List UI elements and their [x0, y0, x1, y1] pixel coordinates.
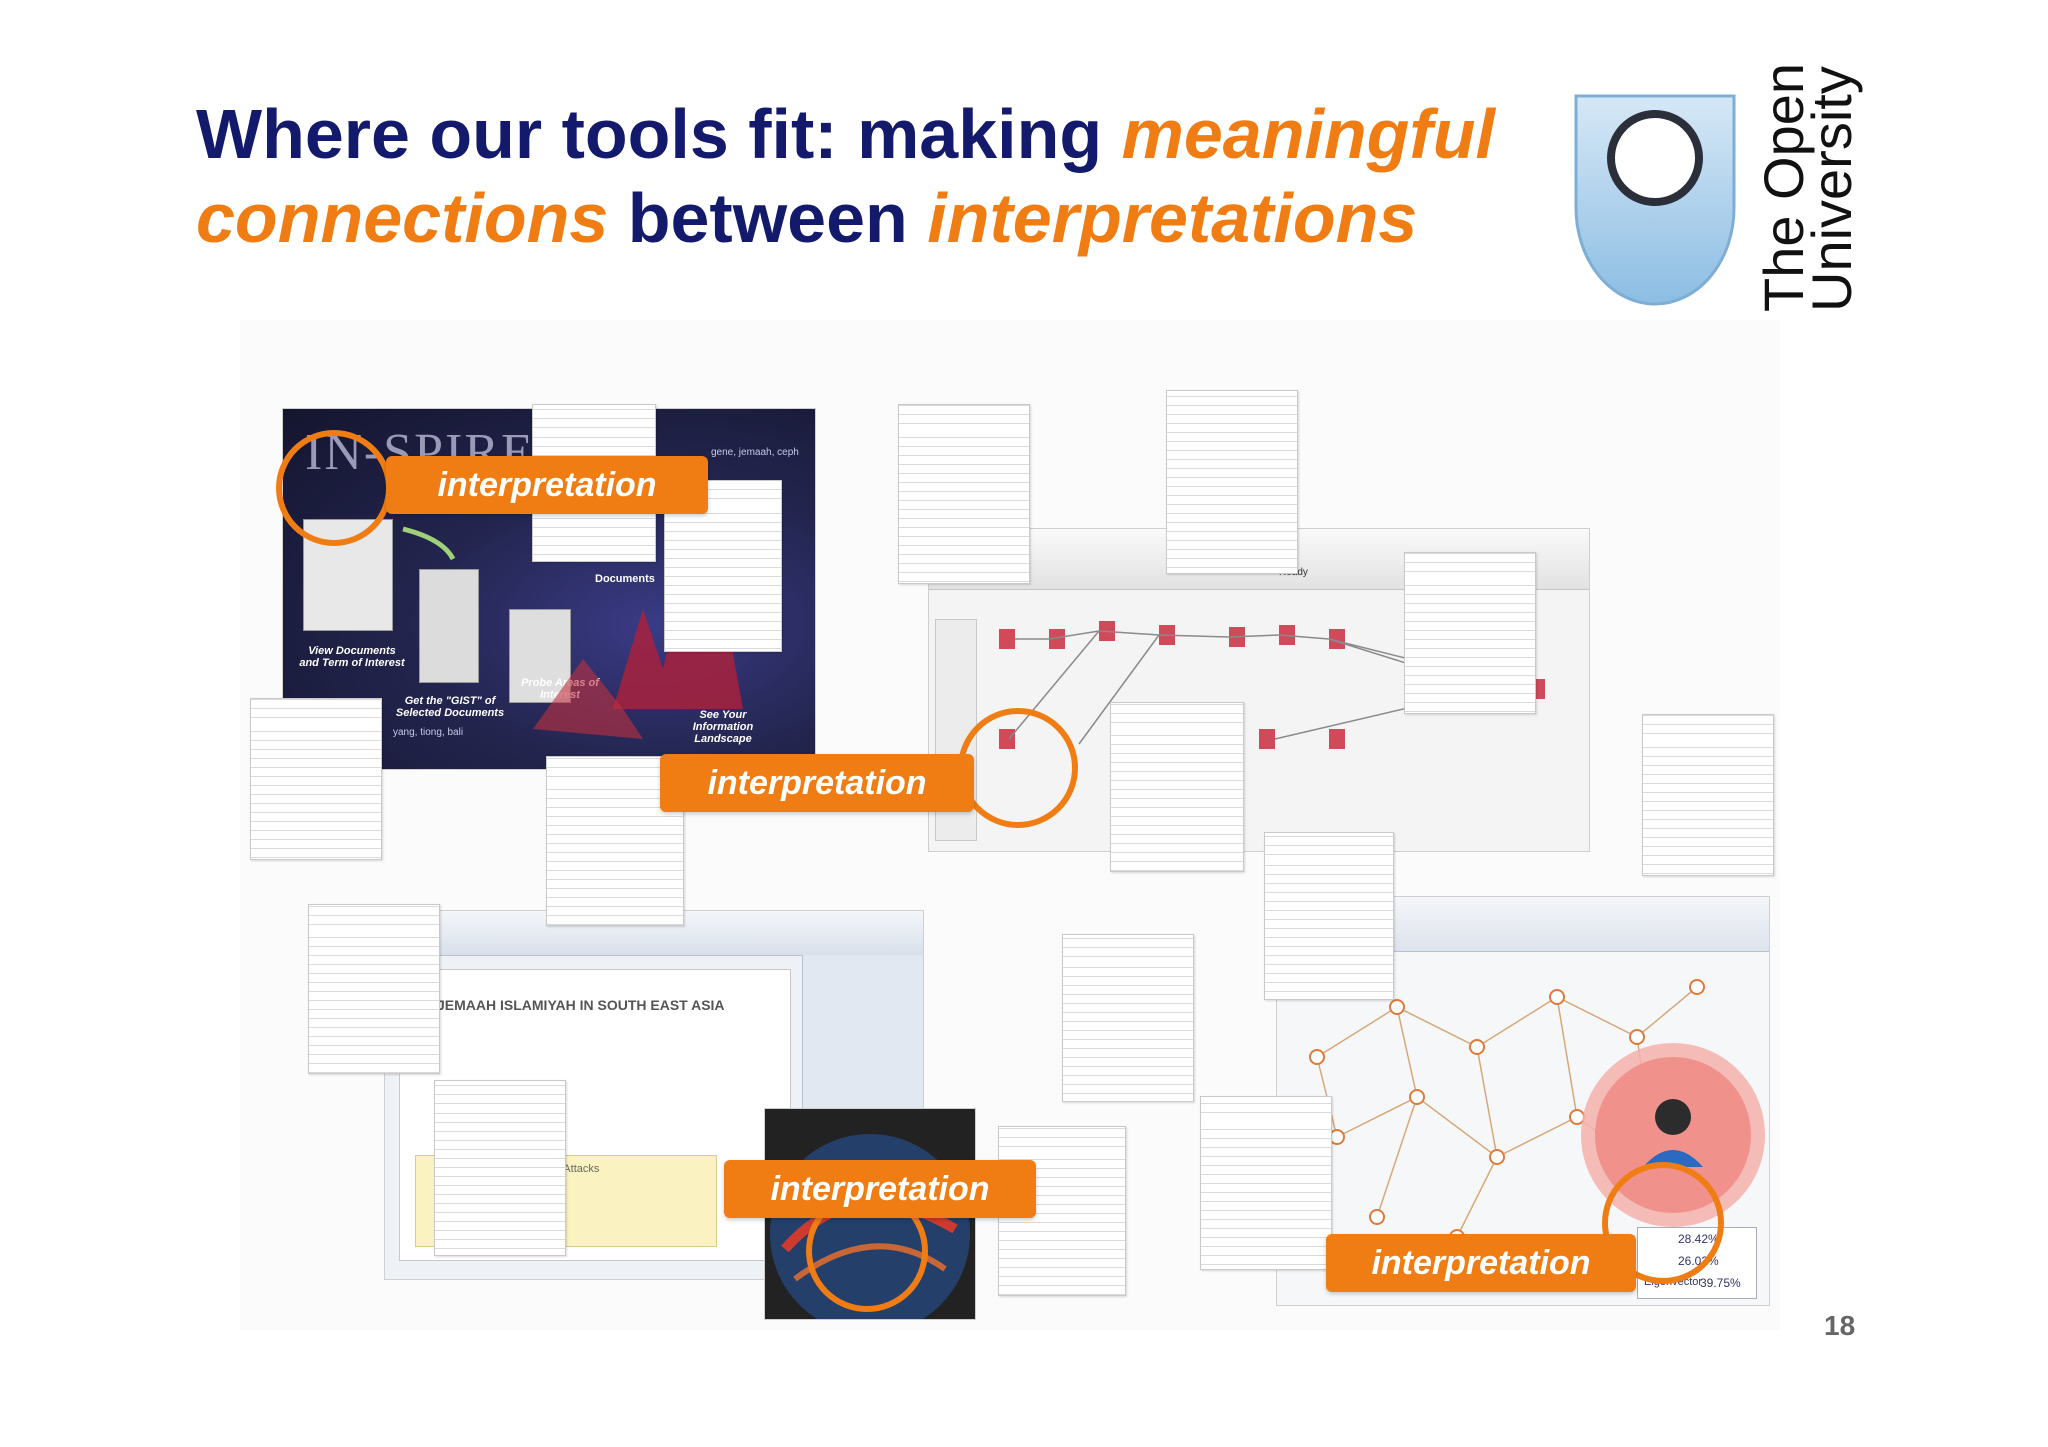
highlight-ring	[958, 708, 1078, 828]
document-card	[434, 1080, 566, 1256]
slide-title: Where our tools fit: making meaningful c…	[196, 92, 1526, 260]
inspire-caption-documents: Documents	[595, 573, 655, 585]
document-card	[308, 904, 440, 1074]
interpretation-label-center: interpretation	[660, 754, 974, 812]
analyst-heading: JEMAAH ISLAMIYAH IN SOUTH EAST ASIA	[437, 997, 725, 1013]
interpretation-label-bottom-center: interpretation	[724, 1160, 1036, 1218]
open-university-logo	[1570, 90, 1900, 320]
ou-shield-icon	[1574, 94, 1736, 306]
title-part-5: interpretations	[927, 179, 1418, 257]
ou-wordmark: The Open University	[1752, 63, 1863, 312]
interpretation-label-top-left: interpretation	[386, 456, 708, 514]
inspire-caption-gist: Get the "GIST" of Selected Documents	[395, 695, 505, 719]
network-stat-3: 39.75%	[1700, 1276, 1741, 1290]
inspire-caption-view: View Documents and Term of Interest	[299, 645, 405, 669]
title-part-4: between	[608, 179, 928, 257]
highlight-ring	[276, 430, 392, 546]
document-card	[1110, 702, 1244, 872]
tools-collage: IN-SPIRE View Documents and Term of Inte…	[240, 320, 1780, 1330]
inspire-terms-2: yang, tiong, bali	[393, 727, 464, 738]
inspire-panel-2	[419, 569, 479, 683]
title-part-3: connections	[196, 179, 609, 257]
inspire-terms: gene, jemaah, ceph	[711, 447, 799, 458]
document-card	[1642, 714, 1774, 876]
ou-wordmark-line2: University	[1800, 66, 1863, 312]
document-card	[1404, 552, 1536, 714]
document-card	[1200, 1096, 1332, 1270]
title-part-2: meaningful	[1121, 95, 1495, 173]
page-number: 18	[1824, 1310, 1856, 1341]
document-card	[1166, 390, 1298, 574]
document-card	[1062, 934, 1194, 1102]
document-card	[898, 404, 1030, 584]
title-part-1: Where our tools fit: making	[196, 95, 1122, 173]
highlight-ring	[1602, 1162, 1724, 1284]
inspire-panel-3	[509, 609, 571, 703]
inspire-caption-landscape: See Your Information Landscape	[692, 709, 754, 745]
document-card	[250, 698, 382, 860]
interpretation-label-bottom-right: interpretation	[1326, 1234, 1636, 1292]
document-card	[1264, 832, 1394, 1000]
